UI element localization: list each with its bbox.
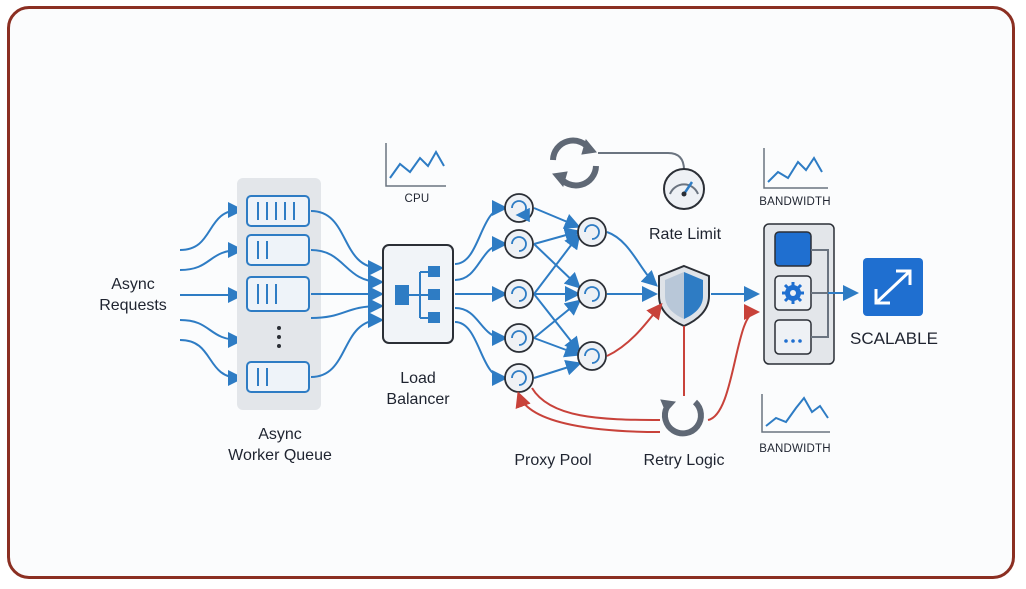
- proxy-node-icon: [504, 279, 534, 309]
- bandwidth-top-label: BANDWIDTH: [759, 196, 831, 208]
- scalable-label: SCALABLE: [850, 329, 938, 348]
- proxy-pool-label: Proxy Pool: [514, 452, 592, 469]
- retry-logic-label: Retry Logic: [643, 452, 725, 469]
- proxy-nodes: [504, 193, 607, 393]
- expand-icon: [863, 258, 923, 316]
- server-cluster: [763, 223, 859, 365]
- retry-paths: [515, 302, 760, 433]
- server-block: [774, 319, 812, 355]
- proxy-mesh-links: [533, 207, 658, 379]
- retry-loop-icon: [660, 399, 704, 437]
- refresh-cycle-icon: [550, 137, 599, 189]
- worker-queue: [237, 178, 321, 410]
- cpu-label: CPU: [404, 193, 430, 205]
- rate-limit-label: Rate Limit: [648, 226, 722, 243]
- queue-to-balancer-arrows: [310, 210, 384, 378]
- shield-icon: [658, 264, 710, 328]
- proxy-node-icon: [504, 323, 534, 353]
- proxy-node-icon: [504, 363, 534, 393]
- ellipsis-icon: [784, 339, 802, 343]
- queue-ellipsis: [277, 326, 281, 348]
- proxy-node-icon: [577, 341, 607, 371]
- gauge-icon: [663, 168, 705, 210]
- cpu-line-chart-icon: [385, 143, 446, 187]
- queue-slot-2: [246, 234, 310, 266]
- load-balancer-box: [382, 244, 454, 344]
- proxy-node-icon: [504, 193, 534, 223]
- proxy-node-icon: [577, 217, 607, 247]
- bandwidth-bottom-line-chart-icon: [761, 394, 830, 433]
- balancer-to-proxy-arrows: [454, 200, 508, 386]
- proxy-node-icon: [577, 279, 607, 309]
- queue-slot-3: [246, 276, 310, 312]
- bandwidth-bottom-label: BANDWIDTH: [759, 443, 831, 455]
- proxy-node-icon: [504, 229, 534, 259]
- hierarchy-icon: [395, 266, 440, 323]
- rate-limit-connector: [598, 152, 685, 171]
- gear-icon: [782, 282, 804, 304]
- server-block: [774, 231, 812, 267]
- incoming-request-arrows: [179, 202, 244, 386]
- queue-slot-1: [246, 195, 310, 227]
- bandwidth-top-line-chart-icon: [763, 148, 828, 189]
- queue-slot-4: [246, 361, 310, 393]
